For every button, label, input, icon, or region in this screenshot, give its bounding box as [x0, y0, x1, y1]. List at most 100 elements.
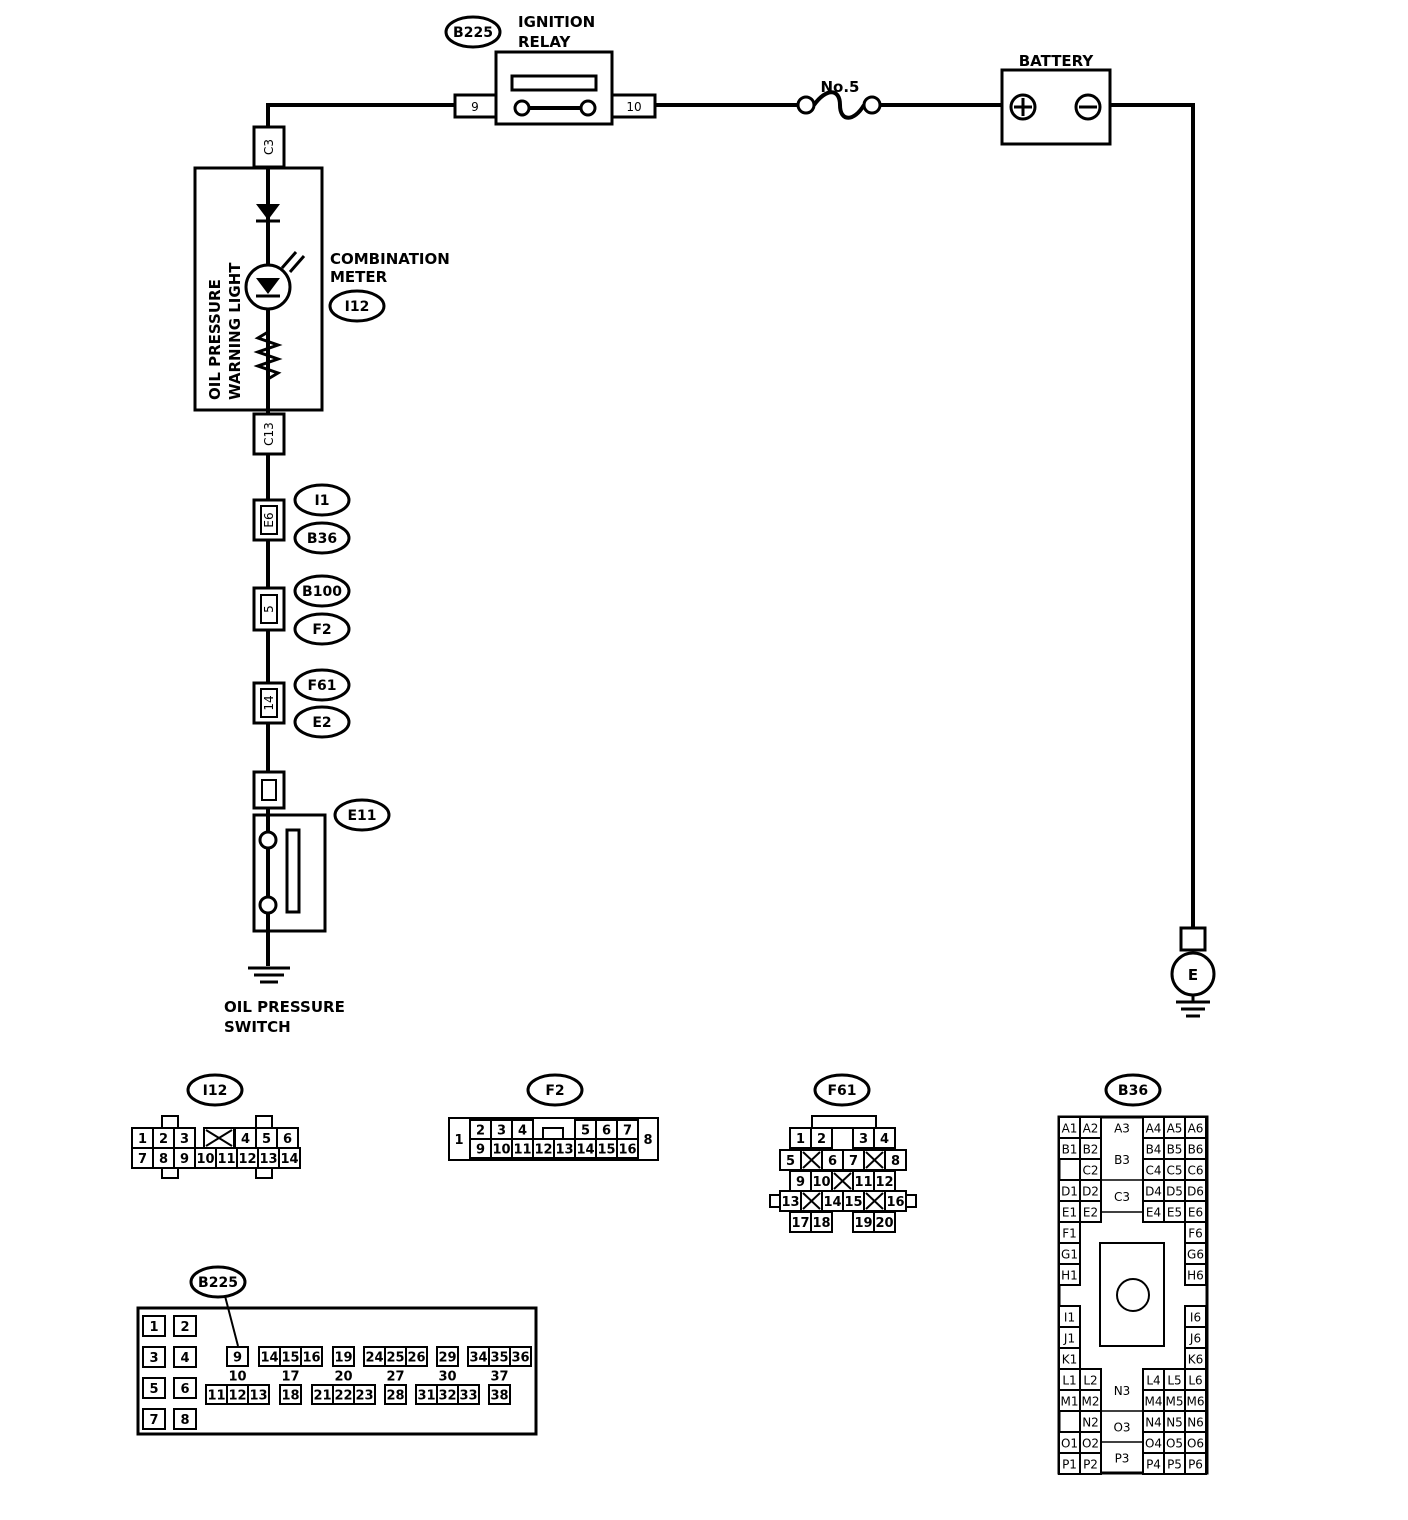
i12-pin-11: 11 — [217, 1152, 235, 1167]
b225-pin-18-cell — [279, 1384, 302, 1405]
f61-pin-19: 19 — [854, 1216, 872, 1231]
ignition-relay-label-1: IGNITION — [518, 13, 595, 31]
f2-pin-6: 6 — [602, 1124, 611, 1139]
b36-pin-B6: B6 — [1188, 1143, 1204, 1157]
b36-pin-D5: D5 — [1166, 1185, 1183, 1199]
b36-pin-H1-cell — [1058, 1263, 1081, 1286]
b225-pin-28-cell — [384, 1384, 407, 1405]
b36-pin-P2: P2 — [1083, 1458, 1098, 1472]
warning-light-label-1: OIL PRESSURE — [206, 279, 224, 400]
b36-pin-A2: A2 — [1083, 1122, 1099, 1136]
b36-pin-C2: C2 — [1082, 1164, 1098, 1178]
f2-pin-14: 14 — [576, 1143, 594, 1158]
b225-pin-31: 31 — [417, 1389, 435, 1404]
f61-pin-17: 17 — [791, 1216, 809, 1231]
oil-switch-label-2: SWITCH — [224, 1018, 291, 1036]
tag-b36: B36 — [307, 531, 337, 547]
tag-e2: E2 — [312, 715, 331, 731]
b225-pin-36-cell — [509, 1346, 532, 1367]
inline-connectors: C3 C13 E6 I1 B36 5 B100 F2 14 F61 E2 — [252, 125, 351, 739]
terminal-5: 5 — [262, 605, 276, 613]
b36-pin-P5: P5 — [1167, 1458, 1182, 1472]
b36-pin-G6: G6 — [1187, 1248, 1204, 1262]
b225-pin-16-cell — [300, 1346, 323, 1367]
b225-pin-35: 35 — [490, 1351, 508, 1366]
face-tag-f61: F61 — [827, 1083, 856, 1099]
b225-pin-14: 14 — [260, 1351, 278, 1366]
b36-pin-M2: M2 — [1082, 1395, 1100, 1409]
b36-pin-H1: H1 — [1061, 1269, 1078, 1283]
b36-pin-A4: A4 — [1146, 1122, 1162, 1136]
relay-terminal-10: 10 — [626, 100, 641, 114]
b36-pin-N5: N5 — [1166, 1416, 1183, 1430]
b225-pin-32: 32 — [438, 1389, 456, 1404]
b36-pin-E6: E6 — [1188, 1206, 1203, 1220]
i12-pin-9: 9 — [180, 1152, 189, 1167]
b225-housing — [136, 1306, 538, 1436]
tag-f61: F61 — [307, 678, 336, 694]
f2-pin-8: 8 — [643, 1133, 652, 1148]
i12-pin-10: 10 — [196, 1152, 214, 1167]
f61-pin-11: 11 — [854, 1175, 872, 1190]
ground-e: E — [1170, 926, 1216, 1018]
f2-pin-1: 1 — [454, 1133, 463, 1148]
f61-blank-a-x2 — [802, 1151, 821, 1169]
f61-tab-left — [769, 1194, 781, 1208]
b36-pin-H6-cell — [1184, 1263, 1207, 1286]
b36-pin-P1: P1 — [1062, 1458, 1077, 1472]
f61-pin-5: 5 — [786, 1154, 795, 1169]
b36-pin-O4: O4 — [1145, 1437, 1162, 1451]
f61-pin-6: 6 — [828, 1154, 837, 1169]
b36-pin-L1: L1 — [1062, 1374, 1076, 1388]
b225-pin-13: 13 — [249, 1389, 267, 1404]
b36-pin-M6: M6 — [1187, 1395, 1205, 1409]
f2-pin-15: 15 — [597, 1143, 615, 1158]
b225-pin-4: 4 — [180, 1351, 189, 1366]
tag-i1: I1 — [315, 493, 330, 509]
b225-pin-4-cell — [173, 1346, 197, 1368]
b36-pin-P3: P3 — [1115, 1452, 1130, 1466]
i12-pin-2: 2 — [159, 1132, 168, 1147]
tag-b225: B225 — [453, 25, 493, 41]
b36-pin-J1: J1 — [1063, 1332, 1075, 1346]
b36-pin-P6: P6 — [1188, 1458, 1203, 1472]
b36-pin-O3: O3 — [1113, 1421, 1130, 1435]
f61-pin-3: 3 — [859, 1132, 868, 1147]
terminal-e6: E6 — [262, 512, 276, 527]
b225-pin-13-cell — [247, 1384, 270, 1405]
b225-pin-24: 24 — [365, 1351, 383, 1366]
b225-pin-9: 9 — [233, 1351, 242, 1366]
tag-f2: F2 — [312, 622, 331, 638]
f61-tab-right — [905, 1194, 917, 1208]
b36-pin-A3: A3 — [1114, 1122, 1130, 1136]
f61-pin-9: 9 — [796, 1175, 805, 1190]
b36-pin-L6: L6 — [1188, 1374, 1202, 1388]
tag-e11: E11 — [347, 808, 376, 824]
b225-pin-27: 27 — [386, 1370, 404, 1385]
fuse-label: No.5 — [821, 78, 860, 96]
b225-pin-20: 20 — [334, 1370, 352, 1385]
b36-pin-L5: L5 — [1167, 1374, 1181, 1388]
i12-pin-13: 13 — [259, 1152, 277, 1167]
f2-pin-11: 11 — [513, 1143, 531, 1158]
i12-blank-x2 — [205, 1129, 233, 1147]
b36-pin-F1: F1 — [1062, 1227, 1077, 1241]
b225-pin-34: 34 — [469, 1351, 487, 1366]
b36-pin-A1: A1 — [1062, 1122, 1078, 1136]
b225-pin-22: 22 — [334, 1389, 352, 1404]
f2-pin-13: 13 — [555, 1143, 573, 1158]
f61-pin-14: 14 — [823, 1195, 841, 1210]
f61-pin-16: 16 — [886, 1195, 904, 1210]
f2-pin-16: 16 — [618, 1143, 636, 1158]
face-tag-i12: I12 — [203, 1083, 228, 1099]
b36-pin-N6: N6 — [1187, 1416, 1204, 1430]
f61-pin-12: 12 — [875, 1175, 893, 1190]
b225-pin-2-cell — [173, 1315, 197, 1337]
relay-terminal-9: 9 — [471, 100, 479, 114]
b225-pin-21: 21 — [313, 1389, 331, 1404]
b225-pin-29: 29 — [438, 1351, 456, 1366]
i12-pin-1: 1 — [138, 1132, 147, 1147]
f2-pin-10: 10 — [492, 1143, 510, 1158]
b36-pin-K6: K6 — [1188, 1353, 1204, 1367]
